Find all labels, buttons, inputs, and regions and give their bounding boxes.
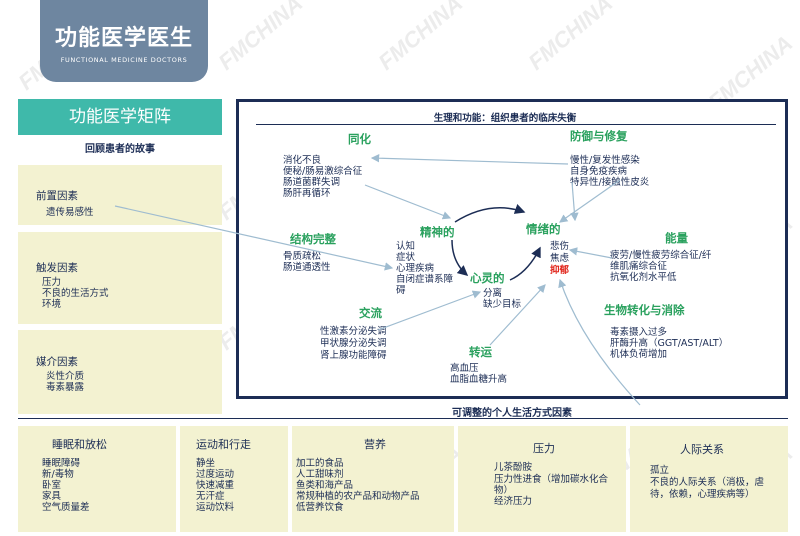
sleep-head: 睡眠和放松 [52,438,107,451]
spiritual-head: 心灵的 [470,271,505,285]
matrix-title: 功能医学矩阵 [18,99,222,135]
transport-item: 高血压 [450,363,479,374]
nutrition-item: 加工的食品 [296,458,344,469]
communication-item: 甲状腺分泌失调 [320,338,387,349]
exercise-item: 快速减重 [196,480,235,491]
emotional-item: 焦虑 [550,253,570,264]
transport-item: 血脂血糖升高 [450,374,508,385]
assimilation-item: 肠道菌群失调 [283,177,341,188]
nutrition-item: 常规种植的农产品和动物产品 [296,491,420,502]
nutrition-item: 低营养饮食 [296,502,344,513]
mental-item: 心理疾病 [396,263,435,274]
energy-item: 疲劳/慢性疲劳综合征/纤 [610,250,712,261]
mediator-item: 毒素暴露 [46,382,85,393]
structure-head: 结构完整 [290,232,336,246]
lifestyle-title: 可调整的个人生活方式因素 [452,408,572,419]
stress-item: 物） [494,485,514,496]
energy-item: 维肌痛综合征 [610,261,668,272]
trigger-item: 压力 [42,277,62,288]
frame-divider [256,124,776,125]
sleep-item: 新/毒物 [42,469,74,480]
lifestyle-divider [18,418,788,419]
stress-item: 压力性进食（增加碳水化合 [494,474,609,485]
assimilation-item: 消化不良 [283,155,322,166]
exercise-item: 静坐 [196,458,216,469]
stress-box [458,426,626,532]
defense-head: 防御与修复 [570,129,628,143]
exercise-box [180,426,288,532]
assimilation-head: 同化 [348,132,371,146]
sleep-box [18,426,176,532]
stress-head: 压力 [533,442,555,455]
spiritual-item: 缺少目标 [483,299,522,310]
nutrition-item: 人工甜味剂 [296,469,344,480]
energy-head: 能量 [665,231,688,245]
communication-item: 性激素分泌失调 [320,326,387,337]
relationship-head: 人际关系 [680,443,724,456]
relationship-item: 孤立 [650,465,670,476]
relationship-item: 待，依赖，心理疾病等） [650,489,755,500]
header-subtitle: FUNCTIONAL MEDICINE DOCTORS [60,56,188,64]
defense-item: 特异性/接触性皮炎 [570,177,650,188]
exercise-item: 无汗症 [196,491,225,502]
transport-head: 转运 [469,345,492,359]
exercise-item: 过度运动 [196,469,235,480]
sleep-item: 空气质量差 [42,502,90,513]
story-title: 回顾患者的故事 [85,144,155,155]
biotransform-head: 生物转化与消除 [604,303,685,317]
energy-item: 抗氧化剂水平低 [610,272,677,283]
exercise-item: 运动饮料 [196,502,235,513]
nutrition-item: 鱼类和海产品 [296,480,354,491]
sleep-item: 卧室 [42,480,62,491]
structure-item: 肠道通透性 [283,262,331,273]
frame-title: 生理和功能：组织患者的临床失衡 [433,113,577,124]
stress-item: 儿茶酚胺 [494,462,533,473]
emotional-item: 悲伤 [550,241,570,252]
emotional-head: 情绪的 [526,222,561,236]
sleep-item: 睡眠障碍 [42,458,81,469]
watermark: FMCHINA [373,0,468,75]
emotional-highlight: 抑郁 [550,265,570,276]
mediator-item: 炎性介质 [46,371,85,382]
mental-head: 精神的 [420,225,455,239]
trigger-item: 不良的生活方式 [42,288,109,299]
biotransform-item: 机体负荷增加 [610,349,668,360]
trigger-head: 触发因素 [36,262,78,274]
predisposing-item: 遗传易感性 [46,207,94,218]
exercise-head: 运动和行走 [196,438,251,451]
mental-item: 认知 [396,241,416,252]
trigger-item: 环境 [42,299,62,310]
stress-item: 经济压力 [494,496,533,507]
mediator-head: 媒介因素 [36,356,78,368]
assimilation-item: 肠肝再循环 [283,188,331,199]
defense-item: 慢性/复发性感染 [570,155,640,166]
communication-head: 交流 [359,306,382,320]
relationship-box [630,426,788,532]
relationship-item: 不良的人际关系（消极，虐 [650,477,765,488]
predisposing-head: 前置因素 [36,190,78,202]
nutrition-box [292,426,454,532]
communication-item: 肾上腺功能障碍 [320,350,387,361]
watermark: FMCHINA [213,0,308,75]
header-title: 功能医学医生 [54,26,193,51]
assimilation-item: 便秘/肠易激综合征 [283,166,363,177]
defense-item: 自身免疫疾病 [570,166,628,177]
nutrition-head: 营养 [364,438,386,451]
mental-item: 自闭症谱系障 [396,274,454,285]
mediator-box [18,330,222,414]
watermark: FMCHINA [523,0,618,75]
mental-item: 碍 [396,285,406,296]
biotransform-item: 肝酶升高（GGT/AST/ALT） [610,338,729,349]
header-banner: 功能医学医生 FUNCTIONAL MEDICINE DOCTORS [40,0,208,82]
mental-item: 症状 [396,252,416,263]
sleep-item: 家具 [42,491,62,502]
